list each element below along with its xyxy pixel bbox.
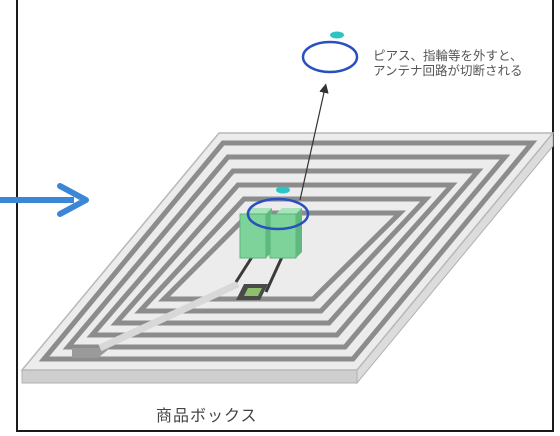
box-board-side: [21, 369, 358, 384]
coil-terminal: [72, 348, 110, 358]
coil-loop-6: [157, 210, 407, 302]
callout-line-2: アンテナ回路が切断される: [373, 63, 523, 78]
ring-on-tag: [246, 197, 310, 231]
coil-loop-3: [86, 168, 484, 338]
lead-left: [234, 256, 254, 283]
block-left: [239, 213, 267, 259]
lead-right: [264, 256, 284, 293]
block-right-top: [276, 208, 302, 214]
removal-arrow: [299, 83, 329, 201]
chip-bridge-highlight: [244, 288, 262, 296]
pointer-arrow: [0, 183, 89, 217]
coil-loop-4: [110, 182, 458, 326]
feed-line: [98, 280, 240, 352]
gem-dot-lower: [276, 186, 290, 194]
block-right: [269, 213, 297, 259]
coil-loop-5: [134, 196, 432, 314]
antenna-coil: [38, 140, 538, 362]
callout-text: ピアス、指輪等を外すと、 アンテナ回路が切断される: [373, 48, 523, 78]
block-right-side: [296, 208, 302, 258]
figure-frame: [16, 0, 554, 432]
block-left-top: [246, 208, 272, 214]
ring-removed: [301, 40, 359, 74]
coil-loop-1: [38, 140, 538, 362]
gem-dot-upper: [330, 31, 344, 39]
callout-line-1: ピアス、指輪等を外すと、: [373, 48, 523, 63]
box-caption: 商品ボックス: [156, 406, 258, 425]
coil-loop-2: [62, 154, 511, 350]
